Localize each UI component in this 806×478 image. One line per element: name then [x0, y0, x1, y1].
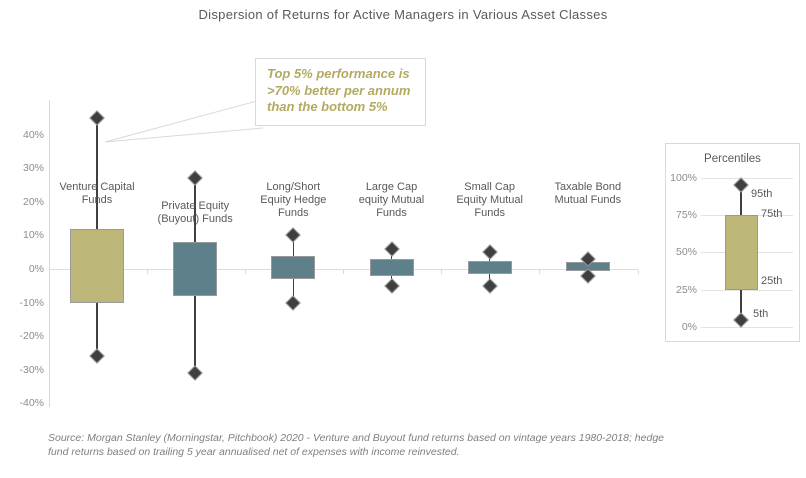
category-label-line: Mutual Funds	[554, 194, 622, 206]
x-axis-tick	[343, 270, 344, 274]
legend-title: Percentiles	[704, 153, 761, 165]
quartile-box	[70, 228, 124, 303]
category-label-line: Venture Capital	[59, 181, 135, 193]
marker-95th-percentile	[383, 241, 400, 257]
x-axis-tick	[539, 270, 541, 274]
legend-marker-95th	[733, 177, 749, 194]
source-note: Source: Morgan Stanley (Morningstar, Pit…	[48, 432, 664, 458]
marker-5th-percentile	[187, 365, 203, 381]
quartile-box	[467, 260, 512, 275]
y-axis-tick-label: -30%	[19, 363, 44, 376]
chart-title: Dispersion of Returns for Active Manager…	[198, 7, 608, 22]
y-axis-tick-label: -20%	[19, 330, 44, 343]
legend-label-75th: 75th	[761, 208, 783, 220]
legend-axis-tick-label: 50%	[675, 246, 697, 259]
legend-gridline	[701, 177, 793, 179]
category-label-line: Small Cap	[464, 181, 516, 193]
category-label-line: equity Mutual	[358, 194, 425, 206]
marker-5th-percentile	[89, 348, 105, 365]
x-axis-tick	[441, 270, 443, 274]
x-axis-tick	[244, 270, 246, 274]
annotation-line: Top 5% performance is	[267, 66, 410, 81]
annotation-line: than the bottom 5%	[267, 99, 388, 114]
y-axis-tick-label: 30%	[22, 162, 44, 175]
y-axis-tick-label: 40%	[22, 128, 44, 141]
legend-quartile-box	[724, 215, 758, 290]
annotation-line: >70% better per annum	[267, 82, 411, 98]
category-label-line: Private Equity	[161, 200, 230, 212]
y-axis-tick-label: -10%	[19, 296, 44, 309]
category-label-line: (Buyout) Funds	[157, 213, 233, 225]
quartile-box	[369, 258, 414, 276]
category-label-line: Funds	[376, 207, 407, 219]
category-label-line: Long/Short	[266, 181, 321, 193]
y-axis-tick-label: 0%	[28, 263, 44, 275]
category-label: Private Equity(Buyout) Funds	[130, 200, 260, 226]
marker-95th-percentile	[89, 110, 105, 126]
marker-95th-percentile	[187, 170, 203, 187]
quartile-box	[271, 255, 316, 280]
legend-axis-tick-label: 75%	[675, 209, 697, 222]
category-label-line: Equity Hedge	[260, 194, 327, 206]
legend-gridline	[701, 289, 793, 291]
marker-95th-percentile	[481, 244, 498, 260]
y-axis-line	[49, 100, 50, 407]
x-axis-tick	[146, 270, 148, 274]
category-label-line: Equity Mutual	[456, 194, 523, 206]
legend-axis-tick-label: 0%	[681, 321, 697, 333]
category-label-line: Funds	[474, 207, 505, 219]
zero-gridline	[49, 269, 638, 270]
legend-axis-tick-label: 100%	[670, 171, 697, 184]
marker-5th-percentile	[481, 278, 498, 294]
legend-label-25th: 25th	[761, 275, 783, 287]
annotation-callout: Top 5% performance is >70% better per an…	[255, 58, 426, 126]
x-axis-tick	[637, 270, 639, 274]
y-axis-tick-label: -40%	[19, 397, 44, 410]
category-label-line: Large Cap	[365, 181, 418, 193]
legend-marker-5th	[733, 311, 749, 328]
y-axis-tick-label: 20%	[22, 195, 44, 208]
legend-axis-tick-label: 25%	[675, 283, 697, 296]
marker-95th-percentile	[285, 227, 302, 244]
marker-5th-percentile	[383, 278, 400, 294]
marker-5th-percentile	[285, 294, 302, 311]
legend-label-95th: 95th	[751, 188, 773, 200]
legend-gridline	[701, 327, 793, 328]
percentiles-legend: Percentiles 100% 75% 50% 25% 0% 95th 75th 25th 5…	[665, 143, 800, 342]
y-axis-tick-label: 10%	[22, 229, 44, 242]
quartile-box	[173, 242, 218, 296]
category-label-line: Taxable Bond	[554, 181, 622, 193]
x-axis-tick	[48, 270, 50, 274]
legend-label-5th: 5th	[753, 308, 769, 320]
category-label-line: Funds	[81, 194, 113, 206]
category-label-line: Funds	[278, 207, 309, 219]
